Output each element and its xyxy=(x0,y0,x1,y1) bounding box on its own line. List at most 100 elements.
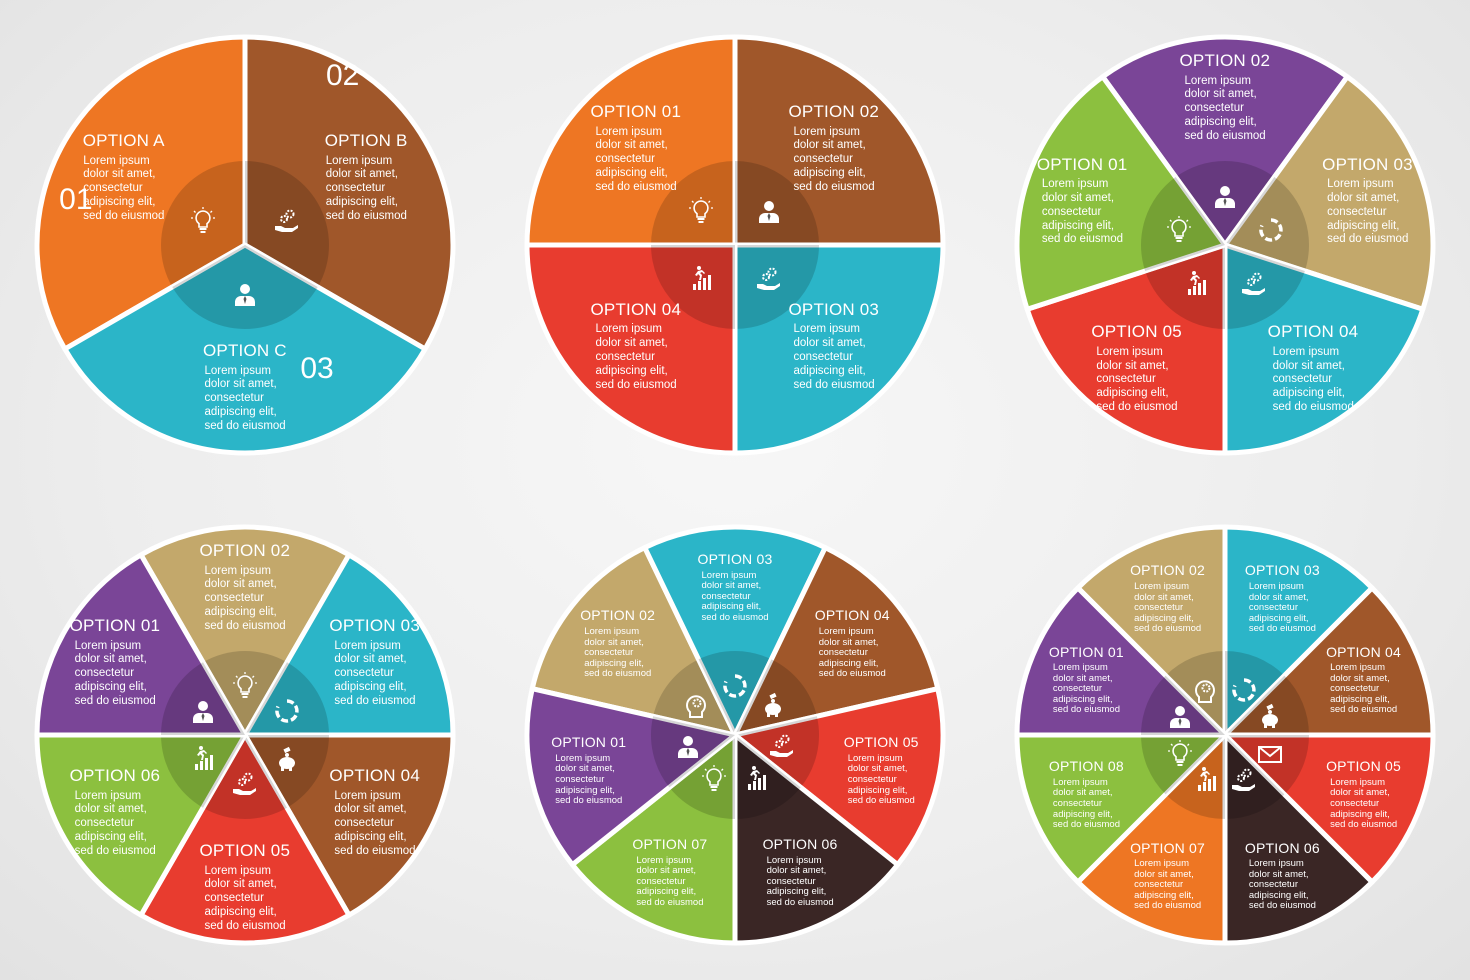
segment-shape xyxy=(1014,74,1228,312)
option-label: OPTION 01 xyxy=(551,734,627,751)
option-description: Lorem ipsum dolor sit amet, consectetur … xyxy=(701,569,769,623)
segment-shape xyxy=(1075,524,1228,738)
option-number: 01 xyxy=(59,183,93,217)
segment-hub xyxy=(245,735,329,808)
option-label: OPTION 06 xyxy=(762,836,838,853)
cycle-icon xyxy=(272,696,302,726)
growth-chart-icon xyxy=(741,764,771,794)
segment-shape xyxy=(732,242,946,456)
segment-shape xyxy=(242,552,456,738)
option-description: Lorem ipsum dolor sit amet, consectetur … xyxy=(204,364,286,432)
segment-shape xyxy=(732,686,946,868)
segment-hub xyxy=(698,651,772,735)
segment-eight-6 xyxy=(1222,732,1375,946)
segment-shape xyxy=(1014,732,1228,885)
option-description: Lorem ipsum dolor sit amet, consectetur … xyxy=(793,323,875,391)
growth-chart-icon xyxy=(686,264,716,294)
segment-shape xyxy=(34,732,248,918)
option-description: Lorem ipsum dolor sit amet, consectetur … xyxy=(334,789,416,857)
segment-hub xyxy=(1225,735,1309,795)
option-label: OPTION 07 xyxy=(1130,839,1206,856)
segment-shape xyxy=(242,34,456,352)
gears-hand-icon xyxy=(1229,765,1259,795)
option-label: OPTION 01 xyxy=(1036,154,1128,174)
option-description: Lorem ipsum dolor sit amet, consectetur … xyxy=(793,125,875,193)
option-label: OPTION 08 xyxy=(1048,758,1124,775)
segment-hub xyxy=(1225,651,1285,735)
businessman-icon xyxy=(754,196,784,226)
segment-shape xyxy=(1014,585,1228,738)
segment-hub xyxy=(1141,735,1225,795)
segment-shape xyxy=(1222,732,1375,946)
businessman-icon xyxy=(673,731,703,761)
segment-shape xyxy=(732,545,941,738)
option-description: Lorem ipsum dolor sit amet, consectetur … xyxy=(595,323,677,391)
option-description: Lorem ipsum dolor sit amet, consectetur … xyxy=(1248,858,1316,912)
segment-shape xyxy=(1222,732,1436,885)
option-label: OPTION A xyxy=(82,131,165,150)
envelope-icon xyxy=(1255,739,1285,769)
option-description: Lorem ipsum dolor sit amet, consectetur … xyxy=(595,125,677,193)
segment-shape xyxy=(1222,74,1436,312)
option-label: OPTION 04 xyxy=(329,766,420,785)
segment-six-1 xyxy=(34,552,248,738)
option-label: OPTION 05 xyxy=(843,734,919,751)
segment-shape xyxy=(1222,585,1436,738)
gears-hand-icon xyxy=(754,264,784,294)
lightbulb-icon xyxy=(1165,739,1195,769)
piggy-bank-icon xyxy=(758,690,788,720)
cycle-diagram-four-shapes xyxy=(524,34,946,456)
businessman-icon xyxy=(1165,701,1195,731)
segment-shape xyxy=(732,732,901,946)
option-description: Lorem ipsum dolor sit amet, consectetur … xyxy=(1184,74,1266,142)
option-description: Lorem ipsum dolor sit amet, consectetur … xyxy=(325,154,407,222)
cycle-diagram-six-shapes xyxy=(34,524,456,946)
gears-hand-icon xyxy=(1239,269,1269,299)
segment-seven-6 xyxy=(732,732,901,946)
segment-three-2 xyxy=(242,34,456,352)
segment-five-4 xyxy=(1222,242,1426,456)
option-description: Lorem ipsum dolor sit amet, consectetur … xyxy=(584,625,652,680)
segment-eight-8 xyxy=(1014,732,1228,885)
businessman-icon xyxy=(230,279,260,309)
segment-shape xyxy=(1222,242,1426,456)
option-description: Lorem ipsum dolor sit amet, consectetur … xyxy=(334,639,416,707)
option-label: OPTION 02 xyxy=(1130,562,1206,579)
segment-hub xyxy=(651,161,735,245)
segment-shape xyxy=(34,34,248,352)
option-description: Lorem ipsum dolor sit amet, consectetur … xyxy=(74,789,156,857)
cycle-diagram-eight: OPTION 02 Lorem ipsum dolor sit amet, con… xyxy=(1005,515,1445,955)
segment-hub xyxy=(1165,651,1225,735)
option-description: Lorem ipsum dolor sit amet, consectetur … xyxy=(204,564,286,632)
option-label: OPTION C xyxy=(203,341,287,360)
option-description: Lorem ipsum dolor sit amet, consectetur … xyxy=(847,752,915,807)
segment-shape xyxy=(524,242,738,456)
segment-shape xyxy=(524,34,738,248)
option-description: Lorem ipsum dolor sit amet, consectetur … xyxy=(1327,178,1409,246)
segment-seven-4 xyxy=(732,545,941,738)
segment-eight-3 xyxy=(1222,524,1375,738)
option-description: Lorem ipsum dolor sit amet, consectetur … xyxy=(555,752,623,807)
segment-seven-2 xyxy=(529,545,738,738)
segment-four-2 xyxy=(732,34,946,248)
option-label: OPTION 02 xyxy=(199,541,291,560)
segment-shape xyxy=(1100,34,1350,248)
segment-shape xyxy=(732,34,946,248)
segment-shape xyxy=(569,732,738,946)
option-label: OPTION 04 xyxy=(1267,322,1359,342)
segment-hub xyxy=(245,662,329,735)
option-label: OPTION 03 xyxy=(329,616,420,635)
segment-hub xyxy=(1225,177,1309,271)
piggy-bank-icon xyxy=(272,744,302,774)
segment-shape xyxy=(62,242,428,456)
cycle-icon xyxy=(720,671,750,701)
segment-shape xyxy=(1222,524,1375,738)
lightbulb-icon xyxy=(230,671,260,701)
segment-seven-3 xyxy=(642,524,828,738)
head-gear-icon xyxy=(682,690,712,720)
segment-shape xyxy=(138,524,352,738)
option-label: OPTION 04 xyxy=(590,299,682,319)
